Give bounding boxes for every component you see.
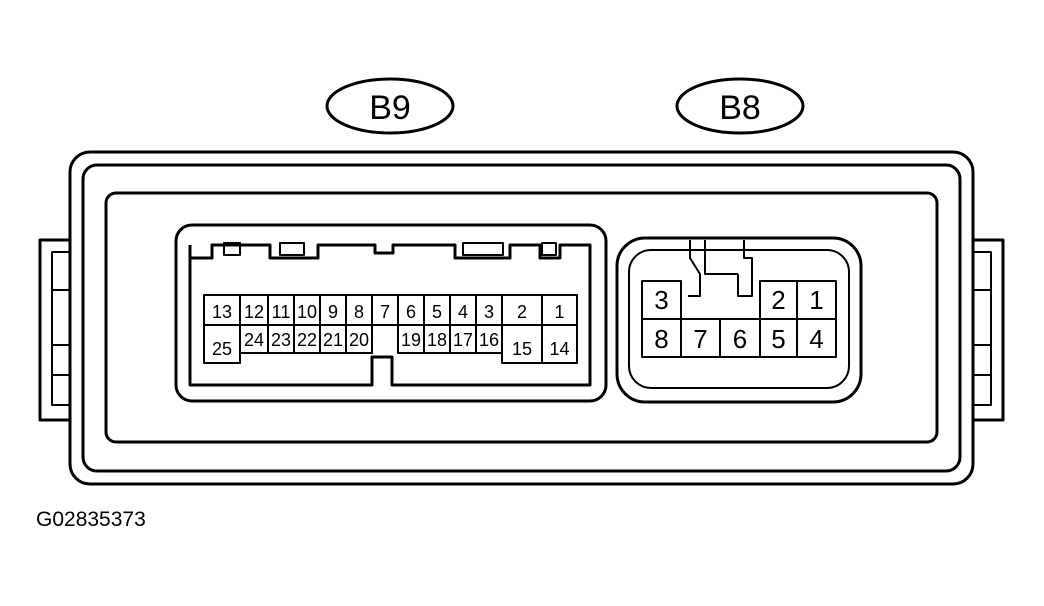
- b9-keyhole-right1: [462, 242, 504, 256]
- b8-pin-label: 2: [771, 285, 785, 315]
- b9-pin-label: 8: [354, 302, 364, 322]
- b9-keyhole-right2: [541, 242, 557, 256]
- b8-latch: [688, 240, 753, 297]
- b8-pin-label: 4: [809, 324, 823, 354]
- b9-keyhole-left: [223, 242, 241, 256]
- b9-pin-label: 5: [432, 302, 442, 322]
- b9-pin-label: 11: [272, 302, 291, 322]
- figure-id: G02835373: [36, 508, 146, 531]
- b9-shell: [174, 223, 608, 403]
- connector-b9: [174, 223, 608, 403]
- b9-pin-label: 25: [212, 339, 232, 359]
- b8-pin-label: 8: [654, 324, 668, 354]
- callout-b9-ellipse: [325, 77, 455, 135]
- b9-pin-label: 22: [297, 330, 317, 350]
- left-mount-tab: [38, 238, 70, 422]
- b9-pin-label: 19: [401, 330, 421, 350]
- b9-pin-label: 20: [349, 330, 369, 350]
- b9-pin-label: 12: [244, 302, 264, 322]
- b9-pin-label: 10: [297, 302, 317, 322]
- b9-pin-label: 2: [517, 302, 527, 322]
- housing-face: [104, 191, 939, 444]
- b9-pin-label: 3: [484, 302, 494, 322]
- b9-pin-label: 23: [271, 330, 291, 350]
- b9-pin-label: 15: [512, 339, 532, 359]
- b9-key-outline: [188, 243, 592, 387]
- b9-keyhole-mid: [279, 242, 305, 256]
- b9-pin-label: 17: [453, 330, 473, 350]
- b9-pin-label: 21: [323, 330, 343, 350]
- housing-inner: [81, 163, 962, 473]
- b8-pin-label: 1: [809, 285, 823, 315]
- b9-pin-label: 4: [458, 302, 468, 322]
- b8-pin-label: 7: [693, 324, 707, 354]
- callout-b8-ellipse: [675, 77, 805, 135]
- b9-pin-label: 9: [328, 302, 338, 322]
- b8-pin-cell-4: [796, 318, 837, 358]
- b8-pin-label: 3: [654, 285, 668, 315]
- callout-b9-label: B9: [369, 89, 411, 127]
- b9-pin-label: 24: [244, 330, 264, 350]
- b9-pin-label: 16: [479, 330, 499, 350]
- b8-pin-label: 6: [733, 324, 747, 354]
- b8-pin-label: 5: [771, 324, 785, 354]
- b9-pin-label: 6: [406, 302, 416, 322]
- b9-pin-cell-20: [345, 324, 373, 354]
- b9-pin-label: 1: [554, 302, 564, 322]
- b9-pin-label: 13: [212, 302, 232, 322]
- b9-pin-cell-14: [541, 324, 578, 364]
- b9-pin-label: 7: [380, 302, 390, 322]
- b8-inner: [628, 249, 850, 389]
- b9-pin-label: 18: [427, 330, 447, 350]
- connector-b8: [615, 236, 863, 404]
- callout-b8-label: B8: [719, 89, 761, 127]
- right-mount-tab: [973, 238, 1005, 422]
- b8-shell: [615, 236, 863, 404]
- b9-pin-label: 14: [549, 339, 569, 359]
- housing-outer: [68, 150, 975, 486]
